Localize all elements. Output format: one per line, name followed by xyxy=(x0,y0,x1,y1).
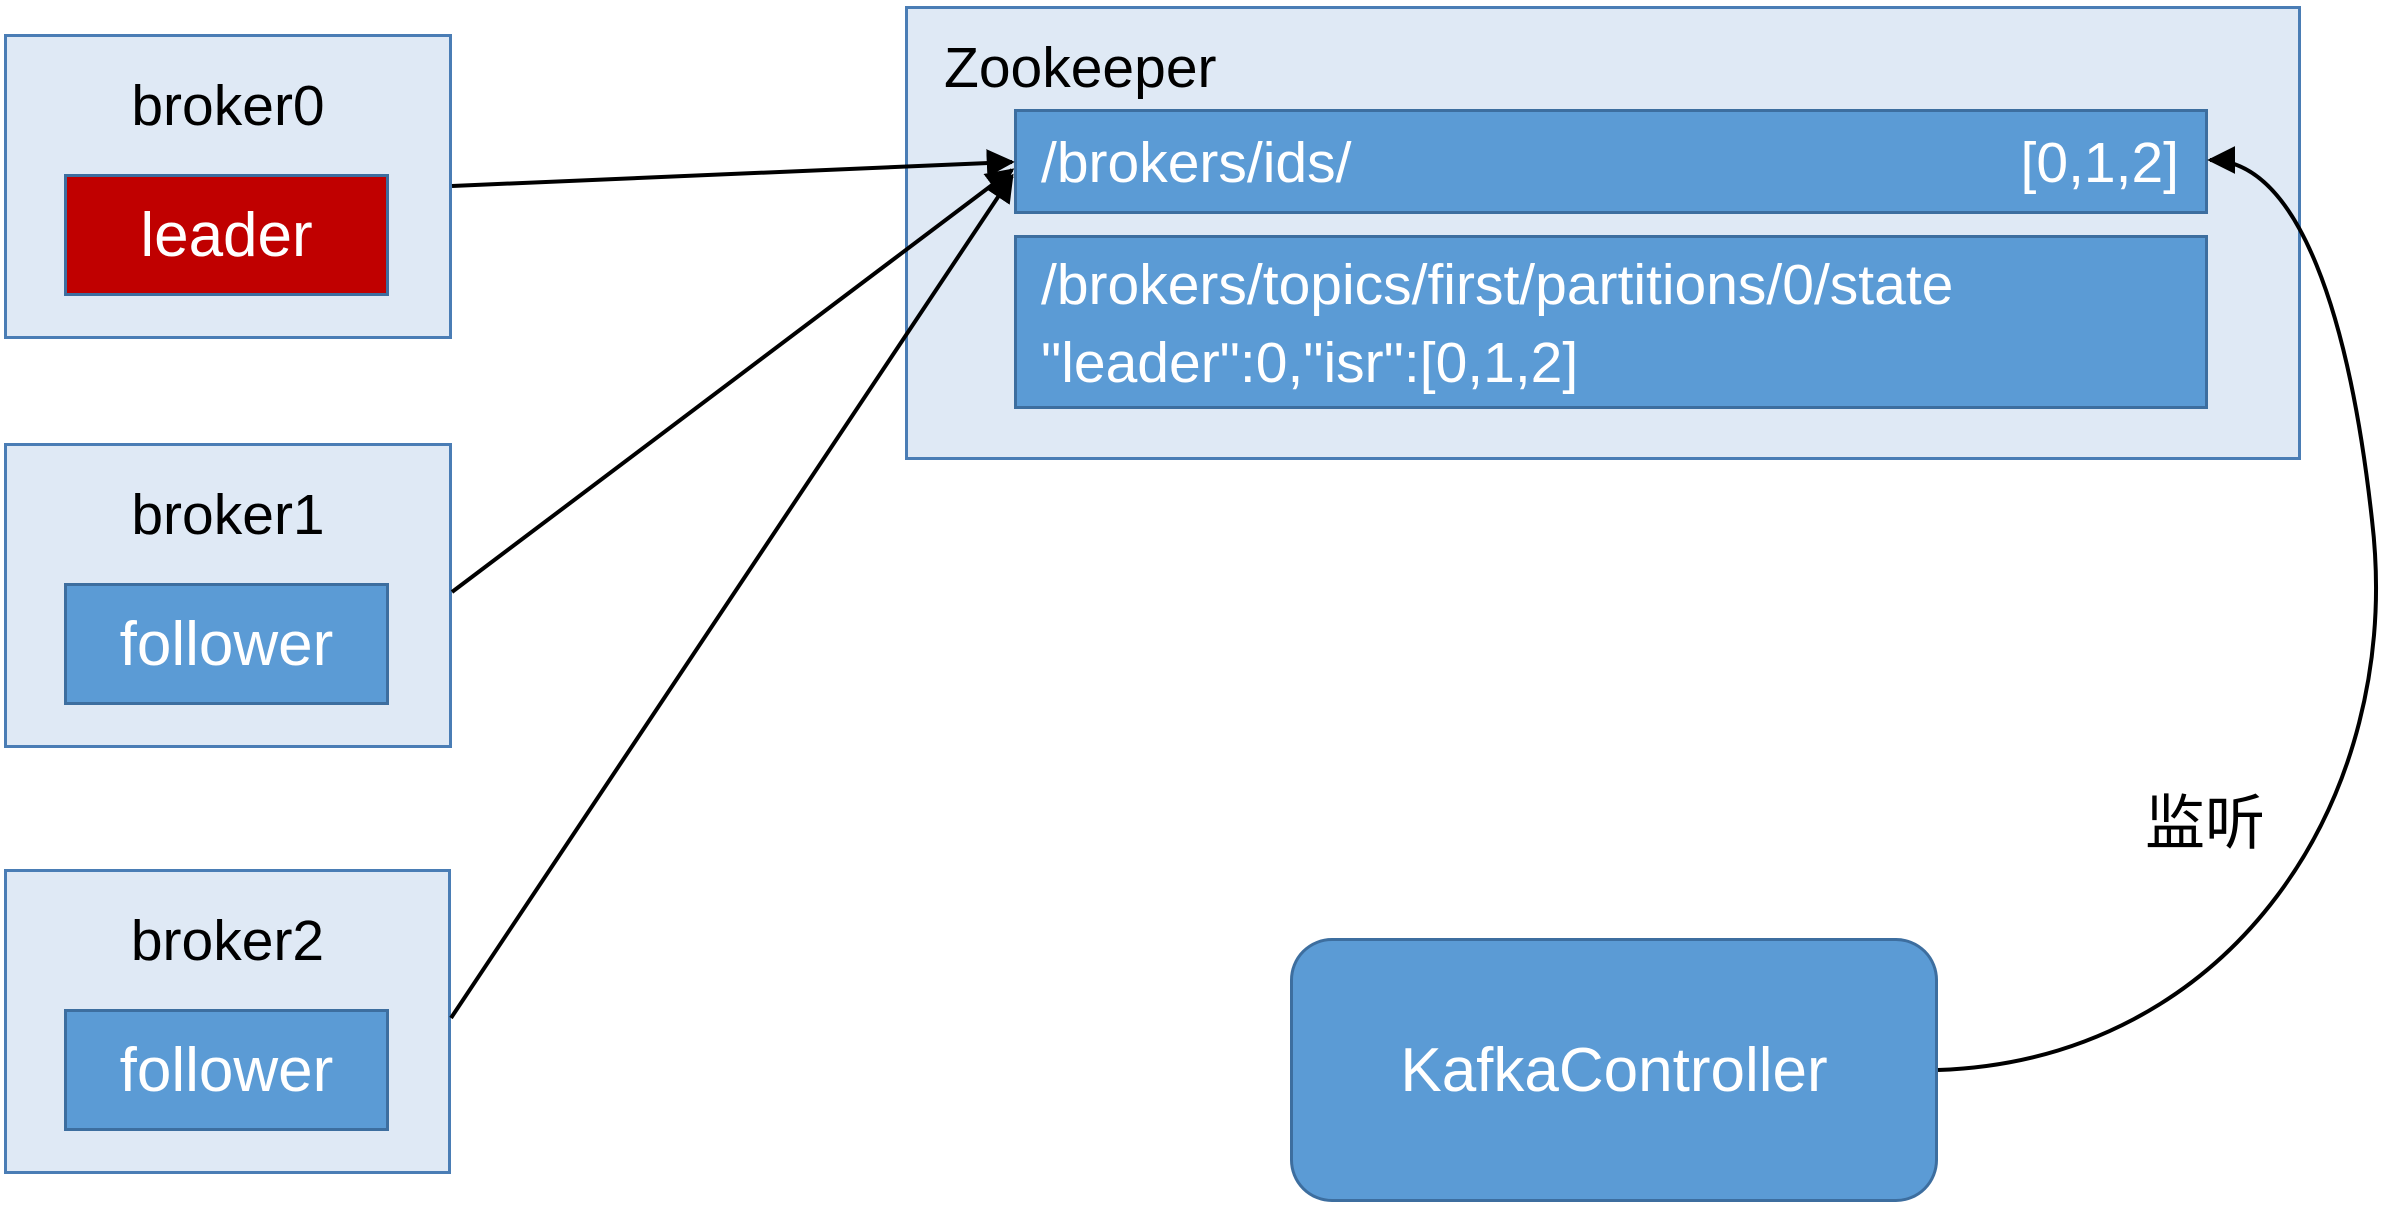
znode-state-value: "leader":0,"isr":[0,1,2] xyxy=(1041,331,1579,395)
broker2-role-follower: follower xyxy=(64,1009,389,1131)
znode-broker-ids: /brokers/ids/ [0,1,2] xyxy=(1014,109,2208,214)
broker1-box: broker1 follower xyxy=(4,443,452,748)
broker0-title: broker0 xyxy=(131,74,325,138)
kafka-controller: KafkaController xyxy=(1290,938,1938,1202)
broker1-role-follower: follower xyxy=(64,583,389,705)
arrow-broker2-to-ids xyxy=(449,173,1014,1020)
arrow-controller-watch-ids xyxy=(1937,146,2378,1072)
broker1-title: broker1 xyxy=(131,483,325,547)
znode-ids-path: /brokers/ids/ xyxy=(1041,131,1352,195)
znode-ids-value: [0,1,2] xyxy=(2020,131,2179,195)
arrow-broker0-to-ids xyxy=(451,149,1015,188)
broker2-box: broker2 follower xyxy=(4,869,451,1174)
broker2-title: broker2 xyxy=(130,909,325,973)
watch-label: 监听 xyxy=(2145,790,2265,857)
arrow-broker1-to-ids xyxy=(450,168,1015,594)
zookeeper-title: Zookeeper xyxy=(944,36,1217,100)
broker0-role-leader: leader xyxy=(64,174,389,296)
znode-state-path: /brokers/topics/first/partitions/0/state xyxy=(1041,253,1954,317)
znode-partition-state: /brokers/topics/first/partitions/0/state… xyxy=(1014,235,2208,409)
broker0-box: broker0 leader xyxy=(4,34,452,339)
